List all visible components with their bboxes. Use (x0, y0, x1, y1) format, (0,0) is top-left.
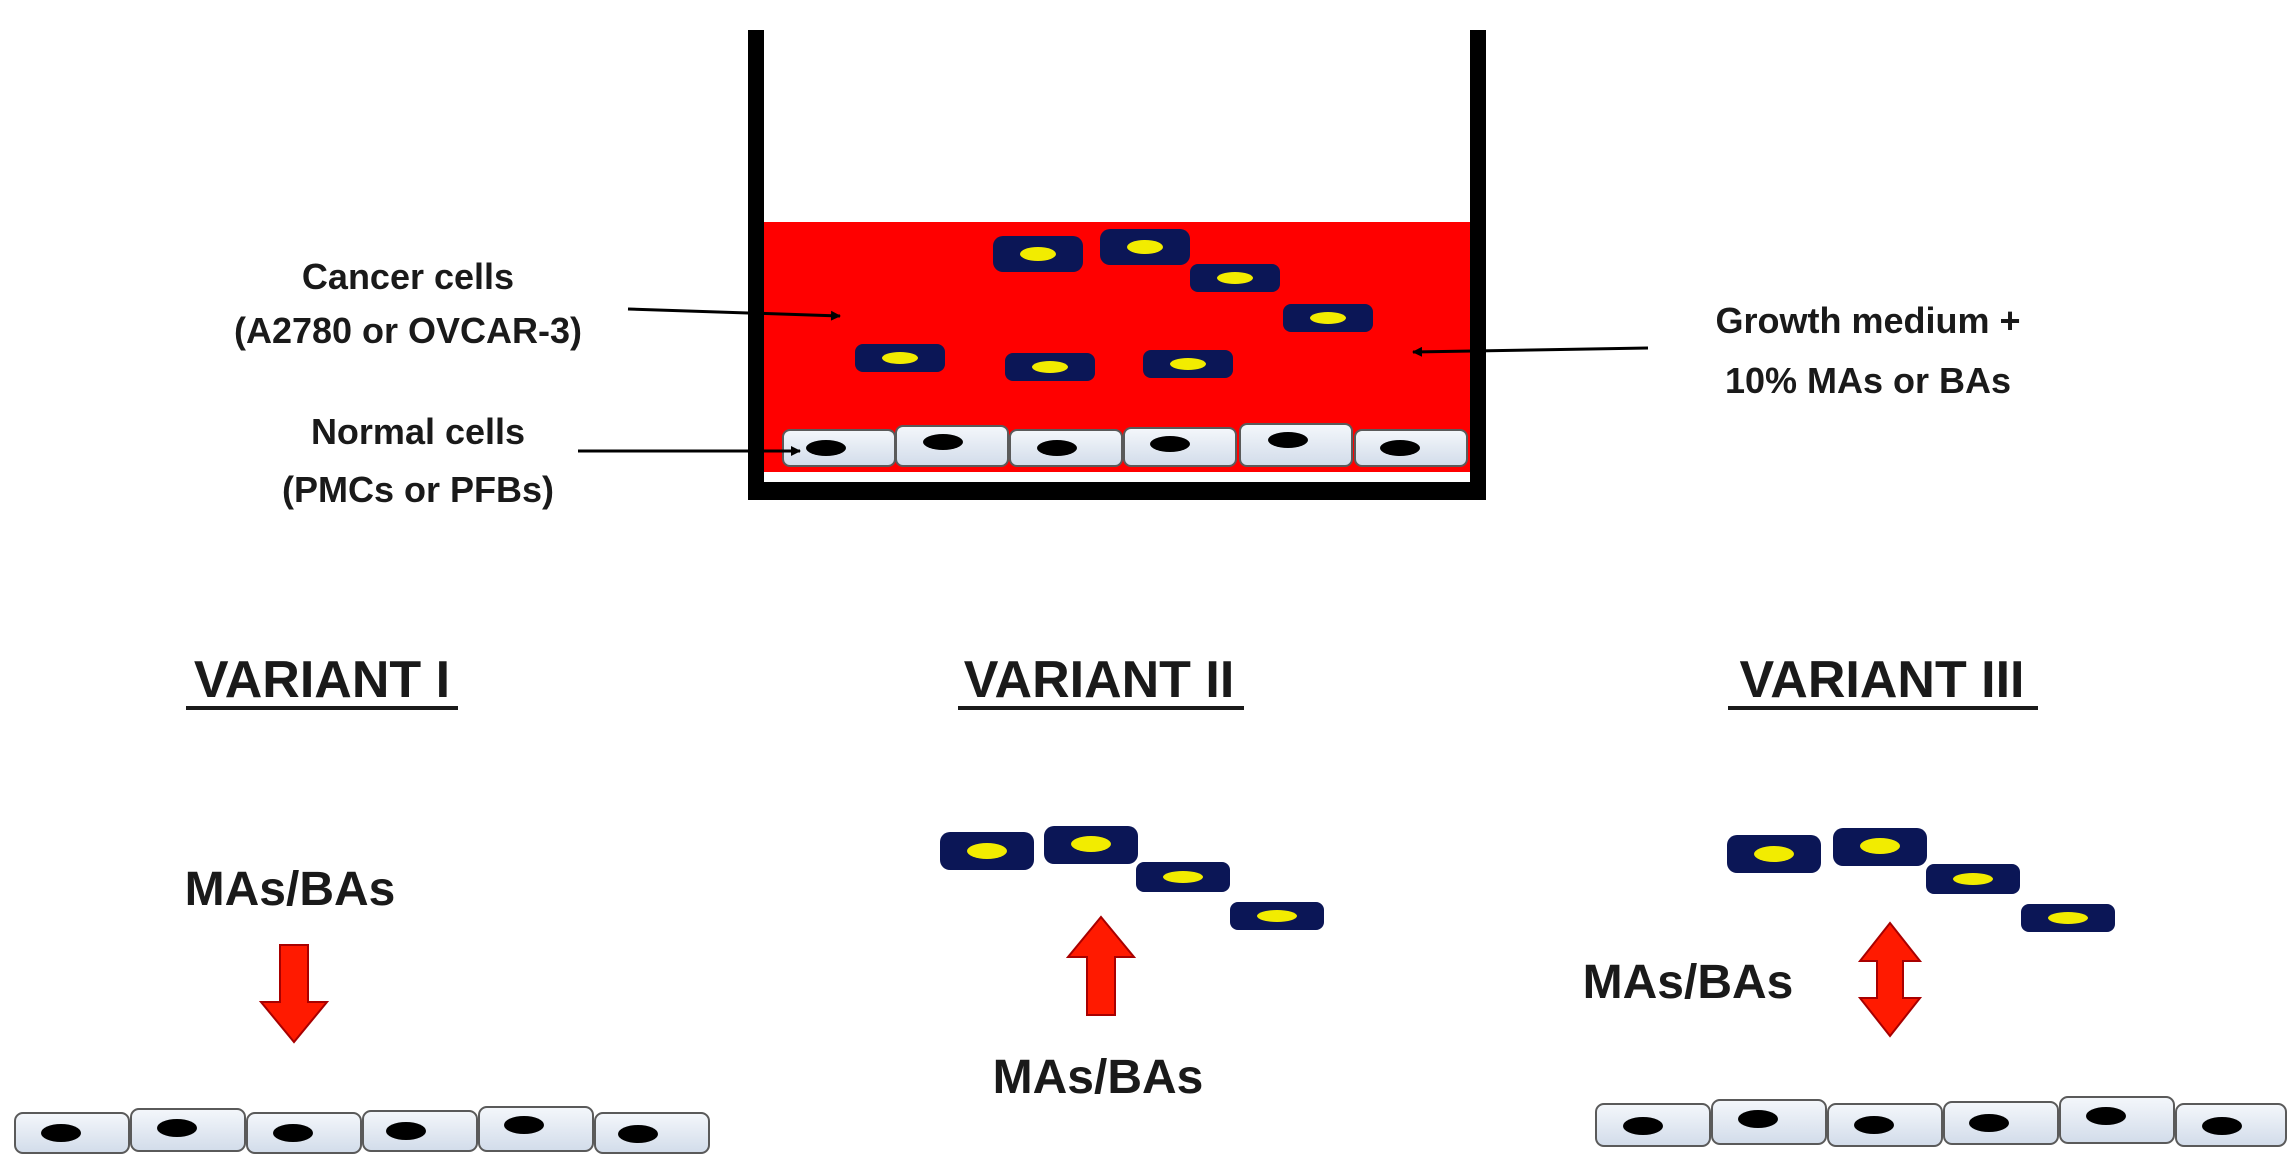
normal-cell (895, 425, 1009, 467)
cancer-cells-label-line1: Cancer cells (302, 256, 514, 297)
well-left-wall (748, 30, 764, 500)
cancer-cell (1044, 826, 1138, 864)
cancer-cell (940, 832, 1034, 870)
normal-cell (14, 1112, 130, 1154)
growth-medium-label-line2: 10% MAs or BAs (1725, 360, 2011, 401)
variant-3-normal-cells (1595, 1096, 2287, 1147)
variant-2-cancer-cells (940, 826, 1324, 930)
variant-1: VARIANT I MAs/BAs (14, 651, 710, 1154)
cancer-cell (1190, 264, 1280, 292)
variant-1-title: VARIANT I (194, 651, 450, 709)
normal-cell (130, 1108, 246, 1152)
normal-cell (1123, 427, 1237, 467)
variant-3-cancer-cells (1727, 828, 2115, 932)
normal-cell (1239, 423, 1353, 467)
variant-2: VARIANT II MAs/BAs (940, 651, 1324, 1104)
normal-cell (362, 1110, 478, 1152)
cancer-cell (2021, 904, 2115, 932)
variant-2-up-arrow (1065, 915, 1137, 1016)
cancer-cell (1136, 862, 1230, 892)
normal-cell (782, 429, 896, 467)
variant-1-factor-label: MAs/BAs (185, 863, 396, 916)
well-normal-cells (782, 423, 1468, 467)
well-cancer-cells (855, 229, 1373, 381)
cancer-cell (1005, 353, 1095, 381)
normal-cell (1354, 429, 1468, 467)
normal-cells-label-line1: Normal cells (311, 411, 525, 452)
cancer-cell (1143, 350, 1233, 378)
cancer-cell (1283, 304, 1373, 332)
normal-cell (478, 1106, 594, 1152)
normal-cell (1711, 1099, 1827, 1145)
variant-2-title: VARIANT II (964, 651, 1235, 709)
cancer-cell (1926, 864, 2020, 894)
variant-3: VARIANT III MAs/BAs (1583, 651, 2287, 1147)
growth-medium-pointer (1412, 346, 1649, 357)
normal-cell (1827, 1103, 1943, 1147)
normal-cell (2059, 1096, 2175, 1144)
cancer-cell (1100, 229, 1190, 265)
variant-3-factor-label: MAs/BAs (1583, 956, 1794, 1009)
cancer-cells-label-line2: (A2780 or OVCAR-3) (234, 310, 582, 351)
normal-cell (594, 1112, 710, 1154)
cancer-cells-pointer (627, 307, 841, 321)
well-right-wall (1470, 30, 1486, 500)
normal-cell (1595, 1103, 1711, 1147)
normal-cells-label-line2: (PMCs or PFBs) (282, 469, 554, 510)
variant-3-title: VARIANT III (1739, 651, 2024, 709)
cancer-cell (1833, 828, 1927, 866)
normal-cell (246, 1112, 362, 1154)
cancer-cell (993, 236, 1083, 272)
variant-1-normal-cells (14, 1106, 710, 1154)
cancer-cell (1727, 835, 1821, 873)
cancer-cell (1230, 902, 1324, 930)
normal-cell (1943, 1101, 2059, 1145)
normal-cell (2175, 1103, 2287, 1147)
variant-2-factor-label: MAs/BAs (993, 1051, 1204, 1104)
well-bottom (748, 482, 1486, 500)
variant-1-down-arrow (258, 944, 330, 1044)
growth-medium-label-line1: Growth medium + (1715, 300, 2020, 341)
normal-cell (1009, 429, 1123, 467)
cancer-cell (855, 344, 945, 372)
variant-3-double-arrow (1857, 921, 1923, 1038)
